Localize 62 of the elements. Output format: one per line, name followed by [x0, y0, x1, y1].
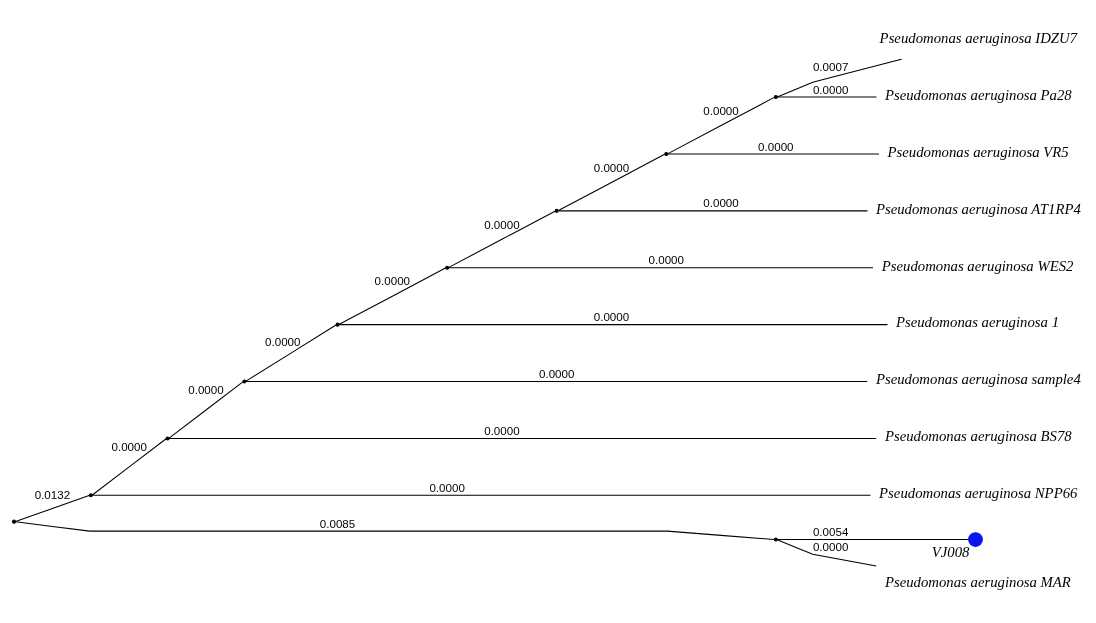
edge-label: 0.0000 — [429, 481, 465, 494]
connector — [338, 267, 446, 325]
edge-label: 0.0085 — [319, 517, 356, 530]
connector — [667, 152, 880, 154]
node-text: Pseudomonas aeruginosa VR5 — [887, 143, 1069, 160]
node-text: Pseudomonas aeruginosa Pa28 — [884, 86, 1072, 103]
connector — [448, 210, 556, 268]
edge-label: 0.0132 — [34, 488, 71, 501]
edge-label: 0.0000 — [648, 253, 684, 266]
edge-label: 0.0000 — [374, 274, 411, 287]
connector — [557, 209, 868, 211]
edge-label: 0.0000 — [111, 440, 147, 453]
edge-label: 0.0000 — [593, 310, 630, 323]
connector — [776, 538, 969, 540]
edge-label: 0.0000 — [484, 424, 520, 437]
edge-label: 0.0000 — [812, 83, 849, 96]
node-text: Pseudomonas aeruginosa IDZU7 — [879, 29, 1078, 46]
edge-label: 0.0007 — [812, 60, 849, 73]
connector — [91, 437, 167, 495]
node-text: Pseudomonas aeruginosa WES2 — [881, 257, 1074, 274]
connector — [777, 538, 877, 566]
edge-label: 0.0000 — [265, 335, 301, 347]
connector — [777, 58, 903, 97]
node-text: Pseudomonas aeruginosa MAR — [884, 573, 1071, 590]
node-point — [335, 322, 340, 327]
connector — [557, 153, 666, 211]
connector — [338, 323, 889, 325]
connector — [448, 266, 874, 268]
node-point — [242, 379, 247, 384]
edge-label: 0.0000 — [758, 140, 794, 153]
node-label: VJ008 — [931, 543, 970, 560]
connector — [91, 494, 871, 496]
node-circle — [968, 531, 983, 547]
node-point — [773, 537, 778, 542]
connector — [15, 494, 90, 522]
node-point — [554, 208, 559, 213]
connector — [776, 96, 877, 98]
connector — [168, 380, 244, 439]
edge-label: 0.0000 — [703, 104, 739, 117]
node-point — [165, 435, 170, 440]
node-text: Pseudomonas aeruginosa NPP66 — [879, 484, 1078, 501]
node-point — [88, 492, 93, 497]
connector — [667, 96, 775, 154]
connector — [15, 520, 775, 540]
connector — [245, 323, 337, 382]
edge-label: 0.0000 — [703, 196, 739, 209]
node-text: Pseudomonas aeruginosa 1 — [895, 313, 1060, 330]
node-text: Pseudomonas aeruginosa AT1RP4 — [875, 200, 1081, 217]
node-point — [445, 265, 450, 270]
edge-label: 0.0000 — [484, 218, 520, 231]
node-text: Pseudomonas aeruginosa BS78 — [884, 427, 1072, 444]
node-point — [664, 151, 669, 156]
edge-label: 0.0000 — [188, 383, 224, 396]
edge-label: 0.0000 — [812, 540, 849, 553]
node-point — [773, 94, 778, 99]
edge-label: 0.0000 — [538, 367, 575, 380]
edge-label: 0.0054 — [812, 525, 849, 538]
node-point — [12, 519, 17, 524]
connector — [168, 437, 877, 439]
node-text: Pseudomonas aeruginosa sample4 — [875, 370, 1081, 387]
connector — [245, 380, 868, 382]
edge-label: 0.0000 — [593, 161, 630, 174]
